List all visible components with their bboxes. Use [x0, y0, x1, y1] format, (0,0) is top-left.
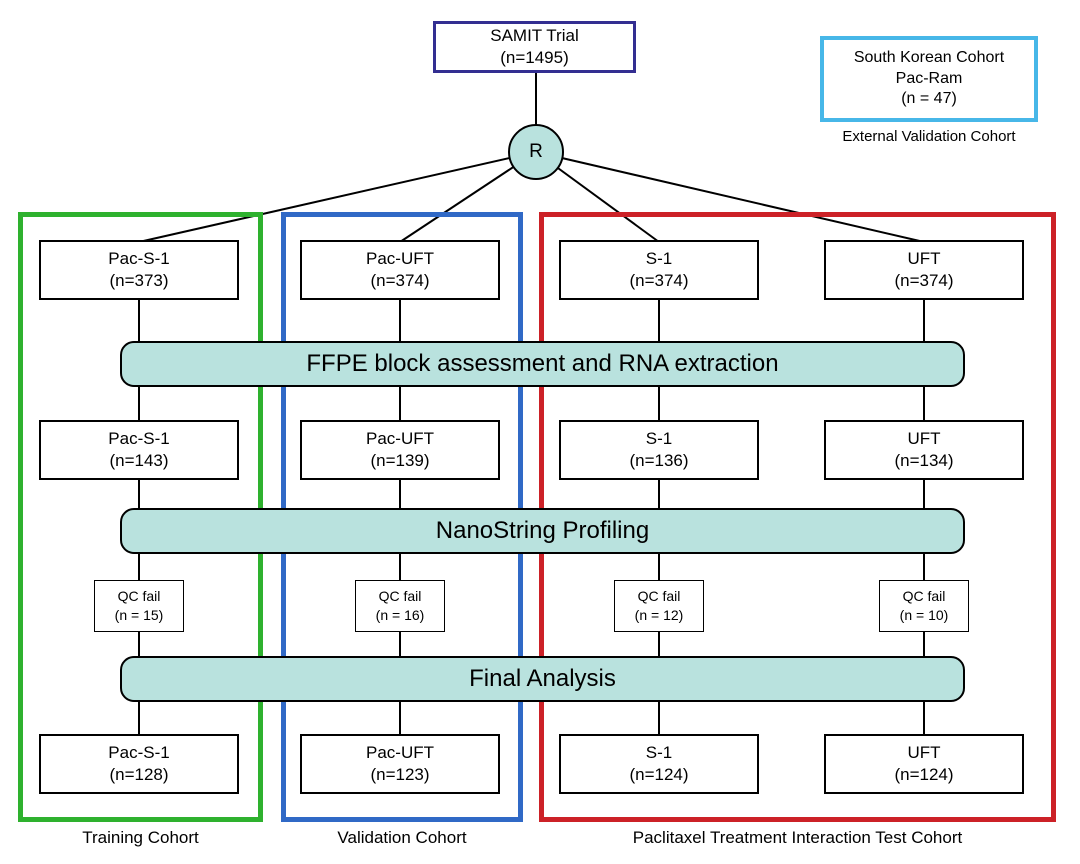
training-cohort-label: Training Cohort [82, 828, 199, 847]
qc-fail-label: QC fail [902, 588, 946, 605]
arm-name: UFT [907, 248, 941, 268]
qc-fail-label: QC fail [637, 588, 681, 605]
samit-trial-n: (n=1495) [500, 48, 569, 67]
samit-trial-box: SAMIT Trial (n=1495) [433, 21, 636, 73]
process-bar-nanostring: NanoString Profiling [120, 508, 965, 554]
qc-fail-n: (n = 12) [634, 607, 684, 623]
profiled-box-s1: S-1 (n=136) [559, 420, 759, 480]
arm-name: S-1 [645, 248, 673, 268]
arm-n: (n=374) [894, 271, 954, 290]
randomized-box-pac-s1: Pac-S-1 (n=373) [39, 240, 239, 300]
arm-n: (n=139) [370, 451, 430, 470]
process-bar-ffpe: FFPE block assessment and RNA extraction [120, 341, 965, 387]
arm-name: S-1 [645, 428, 673, 448]
arm-name: Pac-UFT [366, 742, 434, 762]
samit-trial-title: SAMIT Trial [490, 25, 579, 45]
arm-name: Pac-UFT [366, 428, 434, 448]
external-cohort-box: South Korean Cohort Pac-Ram (n = 47) [820, 36, 1038, 122]
qc-fail-box-pac-uft: QC fail (n = 16) [355, 580, 445, 632]
arm-n: (n=134) [894, 451, 954, 470]
arm-name: UFT [907, 742, 941, 762]
external-cohort-n: (n = 47) [901, 90, 957, 108]
final-box-uft: UFT (n=124) [824, 734, 1024, 794]
qc-fail-box-uft: QC fail (n = 10) [879, 580, 969, 632]
arm-name: S-1 [645, 742, 673, 762]
qc-fail-box-s1: QC fail (n = 12) [614, 580, 704, 632]
randomized-box-uft: UFT (n=374) [824, 240, 1024, 300]
qc-fail-n: (n = 16) [375, 607, 425, 623]
profiled-box-uft: UFT (n=134) [824, 420, 1024, 480]
arm-name: Pac-UFT [366, 248, 434, 268]
arm-n: (n=124) [894, 765, 954, 784]
process-bar-nanostring-label: NanoString Profiling [435, 517, 650, 544]
final-box-pac-s1: Pac-S-1 (n=128) [39, 734, 239, 794]
randomization-circle: R [508, 124, 564, 180]
randomized-box-s1: S-1 (n=374) [559, 240, 759, 300]
profiled-box-pac-uft: Pac-UFT (n=139) [300, 420, 500, 480]
process-bar-ffpe-label: FFPE block assessment and RNA extraction [306, 350, 779, 377]
qc-fail-label: QC fail [117, 588, 161, 605]
arm-n: (n=128) [109, 765, 169, 784]
randomized-box-pac-uft: Pac-UFT (n=374) [300, 240, 500, 300]
arm-n: (n=373) [109, 271, 169, 290]
external-cohort-title: South Korean Cohort [853, 48, 1005, 66]
external-cohort-name: Pac-Ram [895, 69, 963, 87]
interaction-test-cohort-label: Paclitaxel Treatment Interaction Test Co… [632, 828, 963, 847]
randomization-label: R [529, 141, 543, 162]
validation-cohort-label: Validation Cohort [337, 828, 467, 847]
qc-fail-label: QC fail [378, 588, 422, 605]
arm-n: (n=123) [370, 765, 430, 784]
arm-name: Pac-S-1 [108, 428, 170, 448]
external-cohort-caption: External Validation Cohort [842, 128, 1016, 145]
qc-fail-n: (n = 10) [899, 607, 949, 623]
arm-name: Pac-S-1 [108, 248, 170, 268]
qc-fail-n: (n = 15) [114, 607, 164, 623]
arm-name: Pac-S-1 [108, 742, 170, 762]
arm-n: (n=374) [629, 271, 689, 290]
process-bar-final-analysis: Final Analysis [120, 656, 965, 702]
process-bar-final-analysis-label: Final Analysis [469, 665, 616, 692]
final-box-s1: S-1 (n=124) [559, 734, 759, 794]
final-box-pac-uft: Pac-UFT (n=123) [300, 734, 500, 794]
arm-n: (n=374) [370, 271, 430, 290]
arm-name: UFT [907, 428, 941, 448]
arm-n: (n=124) [629, 765, 689, 784]
arm-n: (n=136) [629, 451, 689, 470]
qc-fail-box-pac-s1: QC fail (n = 15) [94, 580, 184, 632]
arm-n: (n=143) [109, 451, 169, 470]
profiled-box-pac-s1: Pac-S-1 (n=143) [39, 420, 239, 480]
